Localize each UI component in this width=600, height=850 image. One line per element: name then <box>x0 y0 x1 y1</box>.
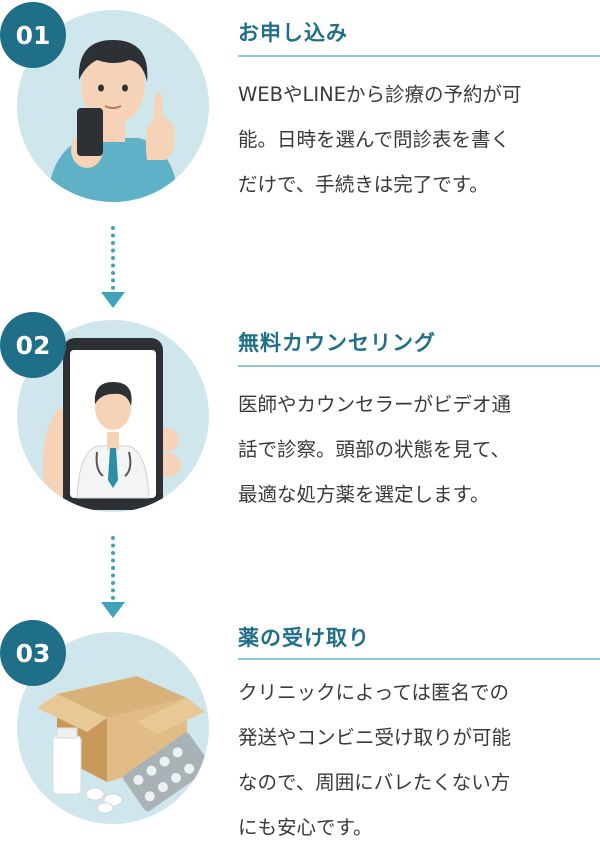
title-underline <box>238 658 600 660</box>
title-underline <box>238 55 600 57</box>
description-line: 最適な処方薬を選定します。 <box>238 483 490 506</box>
step-3-illustration <box>17 632 209 824</box>
step-title: お申し込み <box>238 21 348 45</box>
arrow-down-icon <box>101 602 125 618</box>
step-description: 医師やカウンセラーがビデオ通 話で診察。頭部の状態を見て、 最適な処方薬を選定し… <box>238 382 596 517</box>
description-line: 医師やカウンセラーがビデオ通 <box>238 393 512 416</box>
description-line: WEBやLINEから診療の予約が可 <box>238 83 522 106</box>
step-description: クリニックによっては匿名での 発送やコンビニ受け取りが可能 なので、周囲にバレた… <box>238 670 596 850</box>
step-arrow-down <box>101 536 125 620</box>
man-with-phone-illustration <box>47 40 179 202</box>
description-line: だけで、手続きは完了です。 <box>238 173 489 196</box>
description-line: 話で診察。頭部の状態を見て、 <box>238 438 511 461</box>
description-line: 能。日時を選んで問診表を書く <box>238 128 511 151</box>
description-line: クリニックによっては匿名での <box>238 681 510 704</box>
step-number-badge: 01 <box>0 2 66 68</box>
step-number-badge: 02 <box>0 312 66 378</box>
arrow-down-icon <box>101 292 125 308</box>
step-description: WEBやLINEから診療の予約が可 能。日時を選んで問診表を書く だけで、手続き… <box>238 72 596 207</box>
video-call-illustration <box>42 338 181 512</box>
step-number-badge: 03 <box>0 620 66 686</box>
package-and-medicine-illustration <box>37 676 209 814</box>
description-line: なので、周囲にバレたくない方 <box>238 771 511 794</box>
step-title: 無料カウンセリング <box>238 331 436 355</box>
title-underline <box>238 365 600 367</box>
description-line: 発送やコンビニ受け取りが可能 <box>238 726 512 749</box>
step-arrow-down <box>101 226 125 310</box>
description-line: にも安心です。 <box>238 816 373 839</box>
step-1-illustration <box>17 10 209 202</box>
step-title: 薬の受け取り <box>238 626 370 650</box>
